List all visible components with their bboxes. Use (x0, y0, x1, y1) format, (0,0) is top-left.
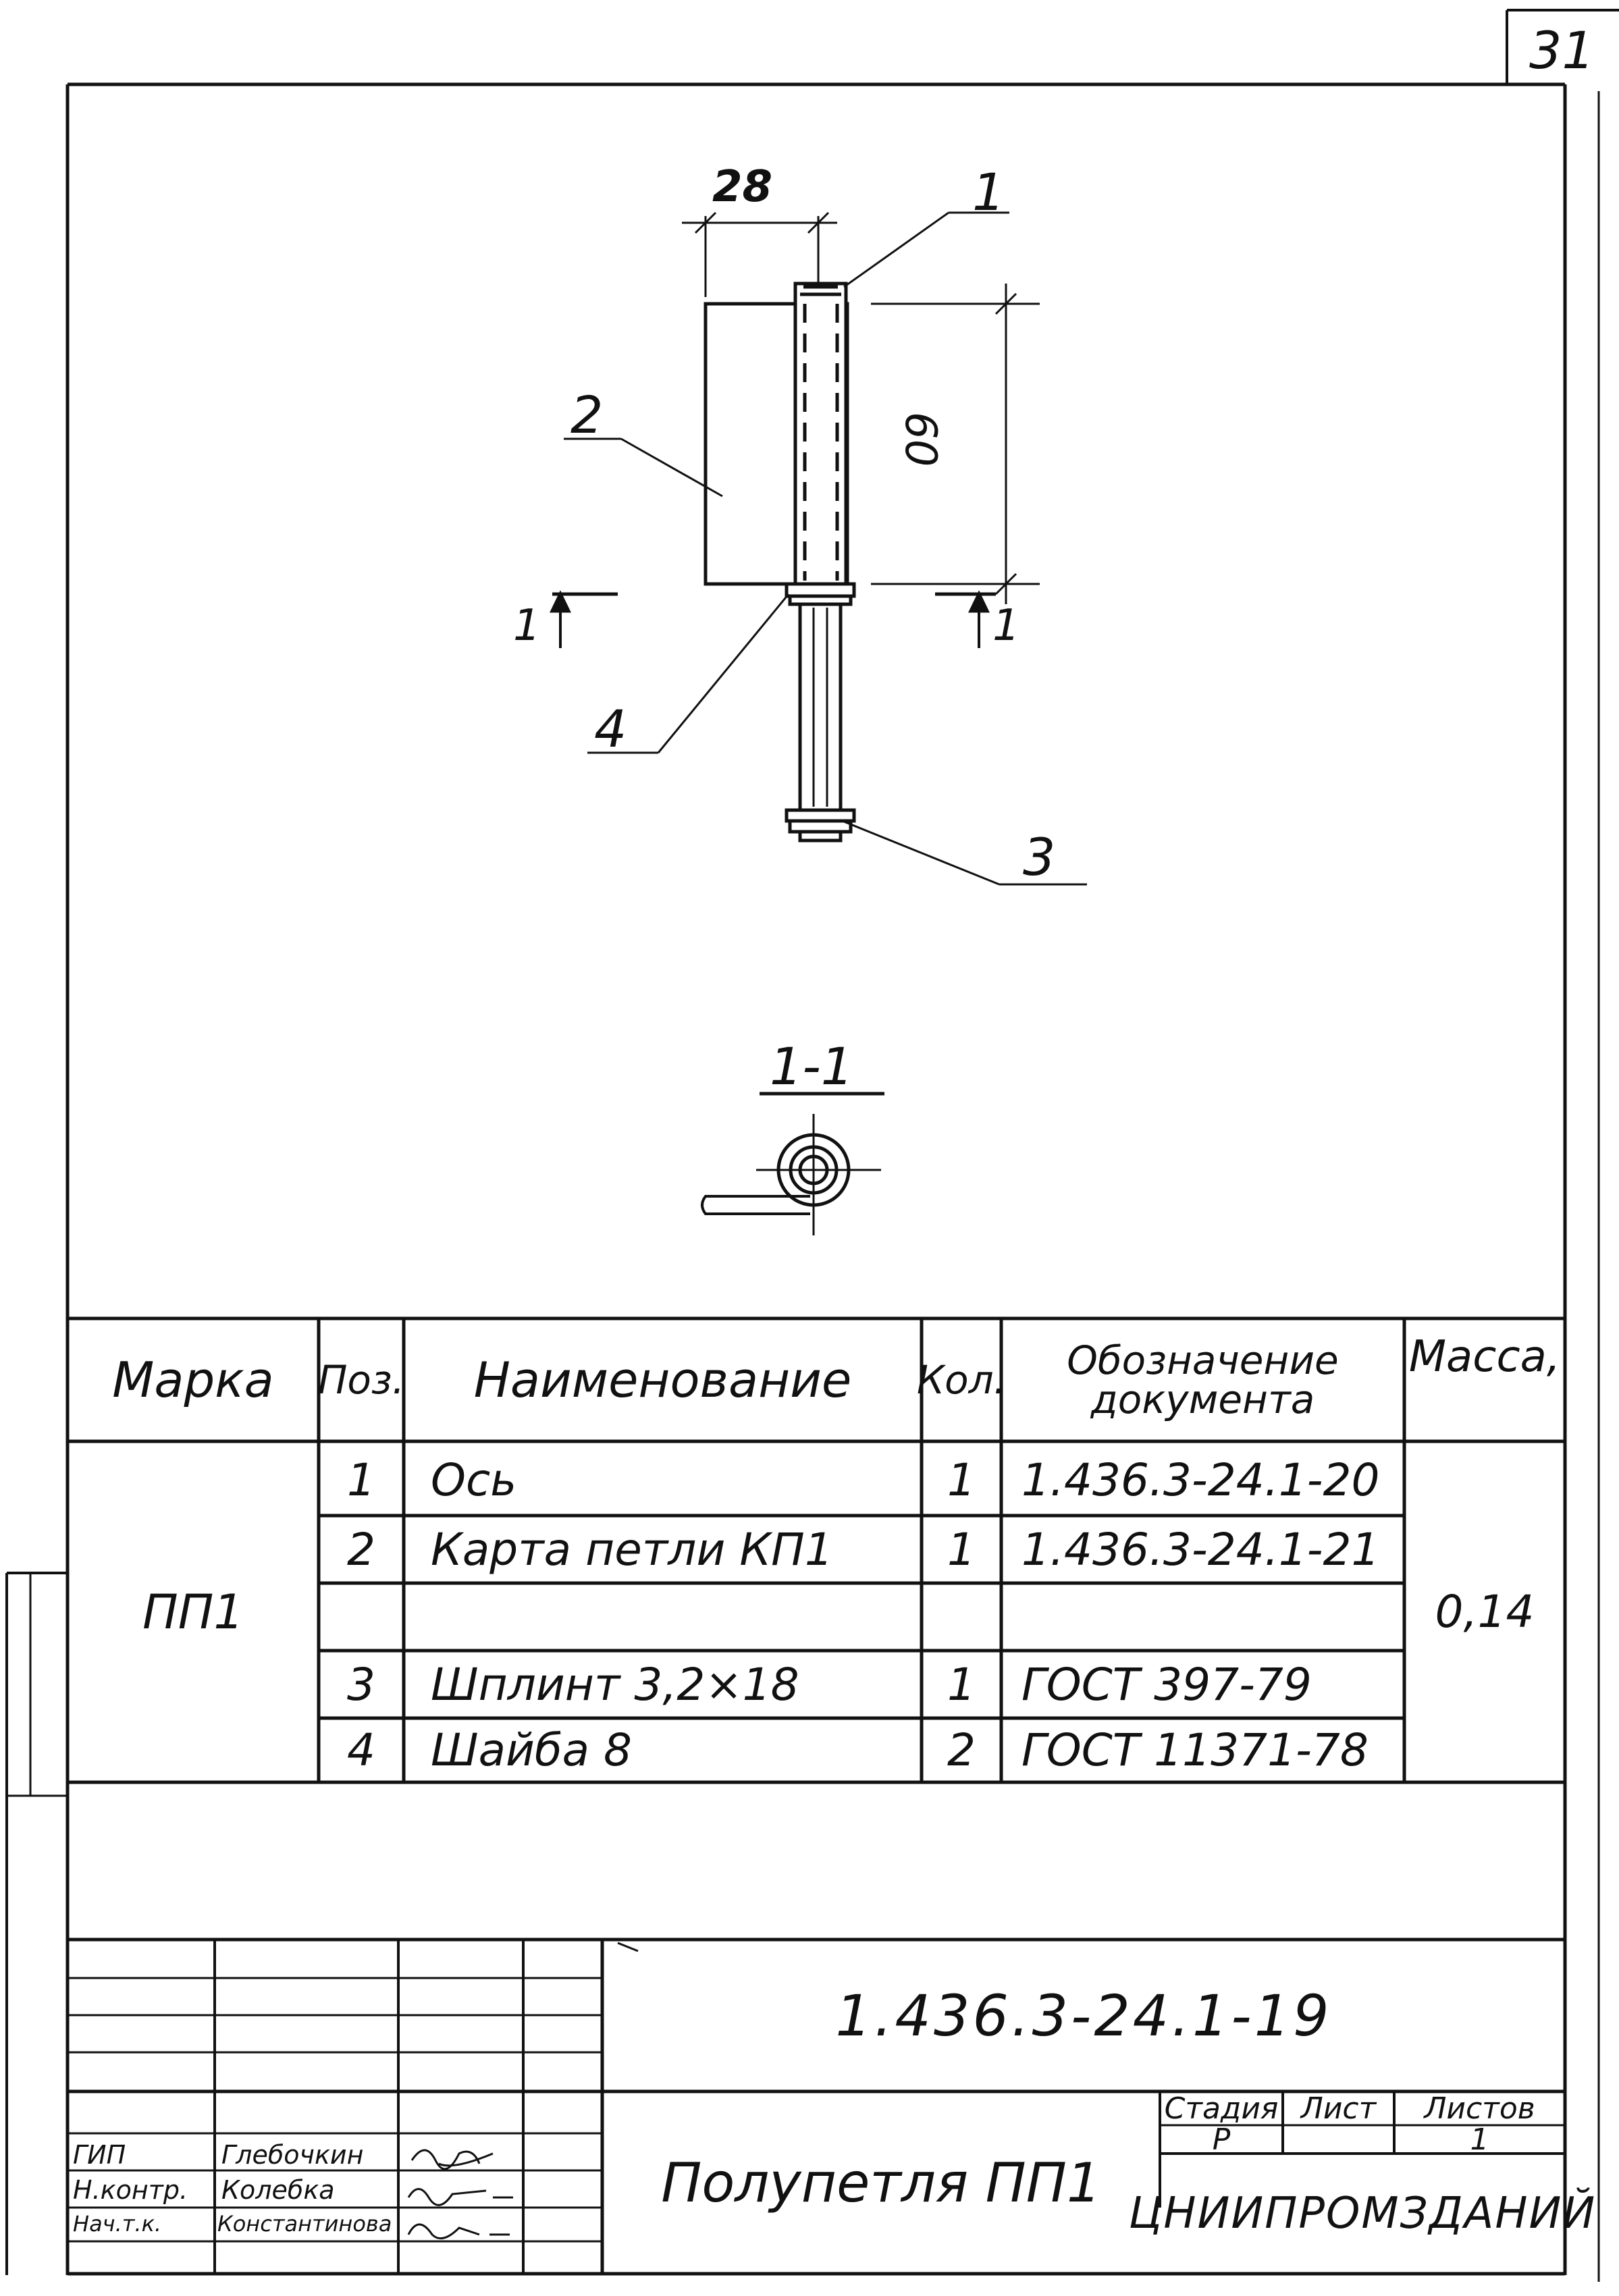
header-name: Наименование (473, 1352, 852, 1408)
callout-1: 1 (972, 162, 1005, 222)
page-number: 31 (1529, 20, 1595, 80)
row-5-qty: 2 (947, 1724, 976, 1776)
signature-role-1: ГИП (73, 2140, 126, 2170)
stage-label: Стадия (1164, 2091, 1279, 2126)
header-document-line2: документа (1090, 1377, 1315, 1422)
stage-value: Р (1212, 2122, 1231, 2157)
signature-name-3: Константинова (217, 2211, 392, 2237)
row-5-doc: ГОСТ 11371-78 (1021, 1724, 1369, 1776)
header-mark: Марка (112, 1352, 274, 1408)
row-1-pos: 1 (347, 1454, 375, 1506)
row-4-pos: 3 (347, 1658, 375, 1711)
callout-4: 4 (594, 699, 627, 759)
header-document-line1: Обозначение (1067, 1337, 1339, 1383)
signature-name-2: Колебка (221, 2175, 335, 2205)
sheets-value: 1 (1470, 2122, 1489, 2157)
row-1-qty: 1 (947, 1454, 976, 1506)
section-marker-left: 1 (513, 601, 541, 651)
row-3-qty (922, 1583, 1001, 1651)
row-3-name (404, 1583, 922, 1651)
callout-2: 2 (570, 385, 604, 445)
row-3-doc (1001, 1583, 1398, 1651)
title-block: 1.436.3-24.1-19 Полупетля ПП1 Стадия Лис… (68, 1938, 1597, 2275)
header-qty: Кол. (916, 1357, 1007, 1403)
row-4-doc: ГОСТ 397-79 (1021, 1658, 1312, 1711)
header-mass: Масса, (1408, 1332, 1561, 1382)
callout-3: 3 (1023, 827, 1056, 887)
row-2-doc: 1.436.3-24.1-21 (1021, 1523, 1380, 1576)
organization-name: ЦНИИПРОМЗДАНИЙ (1128, 2189, 1597, 2239)
mass-value: 0,14 (1435, 1586, 1535, 1638)
signature-role-2: Н.контр. (73, 2175, 188, 2205)
handwritten-signatures (407, 2149, 513, 2240)
row-2-qty: 1 (947, 1523, 976, 1576)
row-1-name: Ось (431, 1454, 517, 1506)
row-3-pos (319, 1583, 404, 1651)
specification-table: Марка Поз. Наименование Кол. Обозначение… (68, 1316, 1565, 1789)
row-5-name: Шайба 8 (431, 1724, 633, 1776)
dimension-width-label: 28 (712, 162, 773, 212)
row-4-name: Шплинт 3,2×18 (431, 1658, 799, 1711)
dimension-height-label: 60 (895, 412, 945, 467)
title-block-grid (68, 1938, 1565, 2274)
drawing-title: Полупетля ПП1 (661, 2151, 1101, 2214)
section-title: 1-1 (770, 1036, 854, 1096)
row-2-pos: 2 (347, 1523, 375, 1576)
row-1-doc: 1.436.3-24.1-20 (1021, 1454, 1380, 1506)
sheets-label: Листов (1424, 2091, 1535, 2126)
section-marker-right: 1 (992, 601, 1020, 651)
header-pos: Поз. (317, 1357, 405, 1403)
row-4-qty: 1 (947, 1658, 976, 1711)
signature-name-1: Глебочкин (221, 2140, 364, 2170)
signature-role-3: Нач.т.к. (73, 2211, 162, 2237)
document-code: 1.436.3-24.1-19 (835, 1982, 1332, 2049)
sheet-label: Лист (1300, 2091, 1377, 2126)
row-5-pos: 4 (347, 1724, 375, 1776)
header-document: Обозначение документа (1001, 1318, 1404, 1441)
spec-table-grid (68, 1316, 1565, 1784)
mark-value: ПП1 (142, 1584, 244, 1640)
hinge-drawing (550, 211, 1087, 1235)
row-2-name: Карта петли КП1 (431, 1523, 833, 1576)
